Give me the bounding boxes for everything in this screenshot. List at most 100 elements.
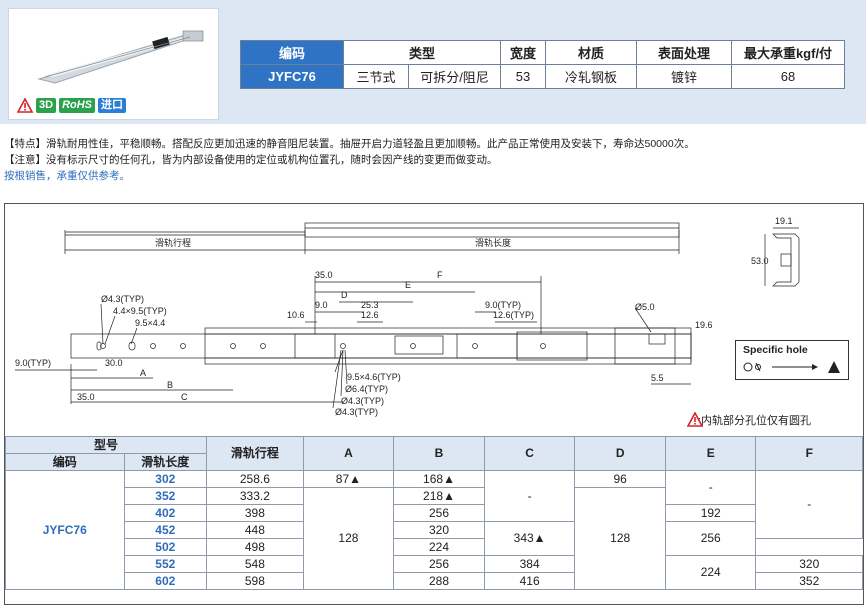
dim-table-model-header: 型号: [4, 436, 208, 454]
dim-length: 滑轨长度: [475, 237, 511, 248]
note-sale: 按根销售，承重仅供参考。: [4, 170, 130, 182]
B-402: 256: [393, 504, 485, 522]
spec-table: 编码 类型 宽度 材质 表面处理 最大承重kgf/付 JYFC76 三节式 可拆…: [240, 40, 845, 89]
inner-rail-note: ▲:内轨部分孔位仅有圆孔: [687, 412, 811, 428]
table-row: 452 448 320 343▲ 256: [6, 521, 863, 556]
dim-35-bottom: 35.0: [77, 392, 95, 402]
hole-legend-symbols: [743, 361, 840, 373]
dim-B: B: [167, 380, 173, 390]
specific-hole-legend: Specific hole: [735, 340, 849, 380]
A-352-602: 128: [302, 487, 395, 590]
dim-10-6: 10.6: [287, 310, 305, 320]
table-row: 552 548 256 384 224 320: [6, 555, 863, 590]
spec-header-width: 宽度: [500, 40, 546, 65]
note-feature: 【特点】滑轨耐用性佳，平稳顺畅。搭配反应更加迅速的静音阻尼装置。抽屉开启力道轻盈…: [4, 138, 695, 150]
C-552: 384: [483, 555, 576, 573]
travel-552: 548: [206, 555, 304, 573]
spec-width: 53: [500, 64, 546, 89]
dim-53: 53.0: [751, 256, 769, 266]
table-row: JYFC76 302 258.6 87▲ 168▲ - 96 - -: [5, 470, 863, 590]
badge-row: 3D RoHS 进口: [17, 98, 127, 113]
dim-phi43-typ: Ø4.3(TYP): [101, 294, 144, 304]
dim-header-A: A: [302, 436, 395, 471]
dim-F: F: [437, 270, 443, 280]
dim-header-length: 滑轨长度: [123, 453, 208, 471]
dim-30: 30.0: [105, 358, 123, 368]
dim-slot2: 9.5×4.4: [135, 318, 165, 328]
dim-19-6: 19.6: [695, 320, 713, 330]
table-row: 402 398 256 192: [6, 504, 863, 522]
product-photo: [37, 30, 204, 84]
spec-header-load: 最大承重kgf/付: [731, 40, 845, 65]
technical-drawing: 滑轨行程 滑轨长度 35.0 F E D 25.3 9.0 12.6 10.6 …: [15, 216, 800, 417]
dim-35: 35.0: [315, 270, 333, 280]
dim-header-code: 编码: [5, 453, 125, 471]
technical-drawing-panel: 滑轨行程 滑轨长度 35.0 F E D 25.3 9.0 12.6 10.6 …: [4, 203, 864, 605]
len-502: 502: [123, 538, 208, 556]
dim-A: A: [140, 368, 146, 378]
travel-302: 258.6: [206, 470, 304, 488]
dim-code: JYFC76: [5, 470, 125, 590]
dim-phi64: Ø6.4(TYP): [345, 384, 388, 394]
len-552: 552: [123, 555, 208, 573]
D-352-602: 128: [574, 487, 666, 590]
dim-header-D: D: [574, 436, 666, 471]
spec-header-type: 类型: [343, 40, 501, 65]
dim-header-E: E: [664, 436, 757, 471]
travel-502: 498: [206, 538, 304, 556]
travel-602: 598: [206, 572, 304, 590]
len-352: 352: [123, 487, 208, 505]
dim-slot3: 9.5×4.6(TYP): [347, 372, 401, 382]
dim-phi43-b: Ø4.3(TYP): [341, 396, 384, 406]
dim-5-5: 5.5: [651, 373, 664, 383]
E-302-352: -: [664, 470, 757, 505]
dim-9-typ: 9.0(TYP): [485, 300, 521, 310]
E-402: 192: [664, 504, 757, 522]
F-302-452: -: [755, 470, 863, 539]
travel-352: 333.2: [206, 487, 304, 505]
C-602: 416: [483, 572, 576, 590]
F-602: 352: [755, 572, 863, 590]
A-302: 87▲: [302, 470, 395, 488]
dim-phi5: Ø5.0: [635, 302, 655, 312]
len-602: 602: [123, 572, 208, 590]
dimension-table: 型号 滑轨行程 A B C D E F 编码 滑轨长度 JYFC76 302 2…: [4, 436, 863, 590]
dim-C: C: [181, 392, 188, 402]
dim-header-C: C: [483, 436, 576, 471]
spec-header-finish: 表面处理: [636, 40, 732, 65]
travel-452: 448: [206, 521, 304, 539]
dim-header-B: B: [393, 436, 485, 471]
badge-3d: 3D: [36, 98, 57, 113]
dim-12-6: 12.6: [361, 310, 379, 320]
dim-D: D: [341, 290, 348, 300]
dim-header-travel: 滑轨行程: [206, 436, 304, 471]
table-row: 502 498 224: [6, 538, 863, 556]
dim-left-9-typ: 9.0(TYP): [15, 358, 51, 368]
B-602: 288: [393, 572, 485, 590]
warning-icon: [17, 98, 33, 113]
table-row: 352 333.2 128 218▲ 128: [6, 487, 863, 590]
spec-type-1: 三节式: [343, 64, 409, 89]
note-caution: 【注意】没有标示尺寸的任何孔，皆为内部设备使用的定位或机构位置孔，随时会因产线的…: [4, 154, 498, 166]
dim-25-3: 25.3: [361, 300, 379, 310]
spec-load: 68: [731, 64, 845, 89]
B-352: 218▲: [393, 487, 485, 505]
dim-E: E: [405, 280, 411, 290]
C-452-502: 343▲: [483, 521, 576, 556]
table-row: 602 598 288 416 352: [6, 572, 863, 590]
len-402: 402: [123, 504, 208, 522]
spec-finish: 镀锌: [636, 64, 732, 89]
len-302: 302: [123, 470, 208, 488]
len-452: 452: [123, 521, 208, 539]
dim-19-1: 19.1: [775, 216, 793, 226]
B-302: 168▲: [393, 470, 485, 488]
spec-material: 冷轧钢板: [545, 64, 637, 89]
dim-header-F: F: [755, 436, 863, 471]
badge-import: 进口: [98, 98, 127, 113]
dim-9: 9.0: [315, 300, 328, 310]
spec-type-2: 可拆分/阻尼: [408, 64, 501, 89]
D-302: 96: [574, 470, 666, 488]
dim-phi43-c: Ø4.3(TYP): [335, 407, 378, 417]
travel-402: 398: [206, 504, 304, 522]
spec-code: JYFC76: [240, 64, 344, 89]
